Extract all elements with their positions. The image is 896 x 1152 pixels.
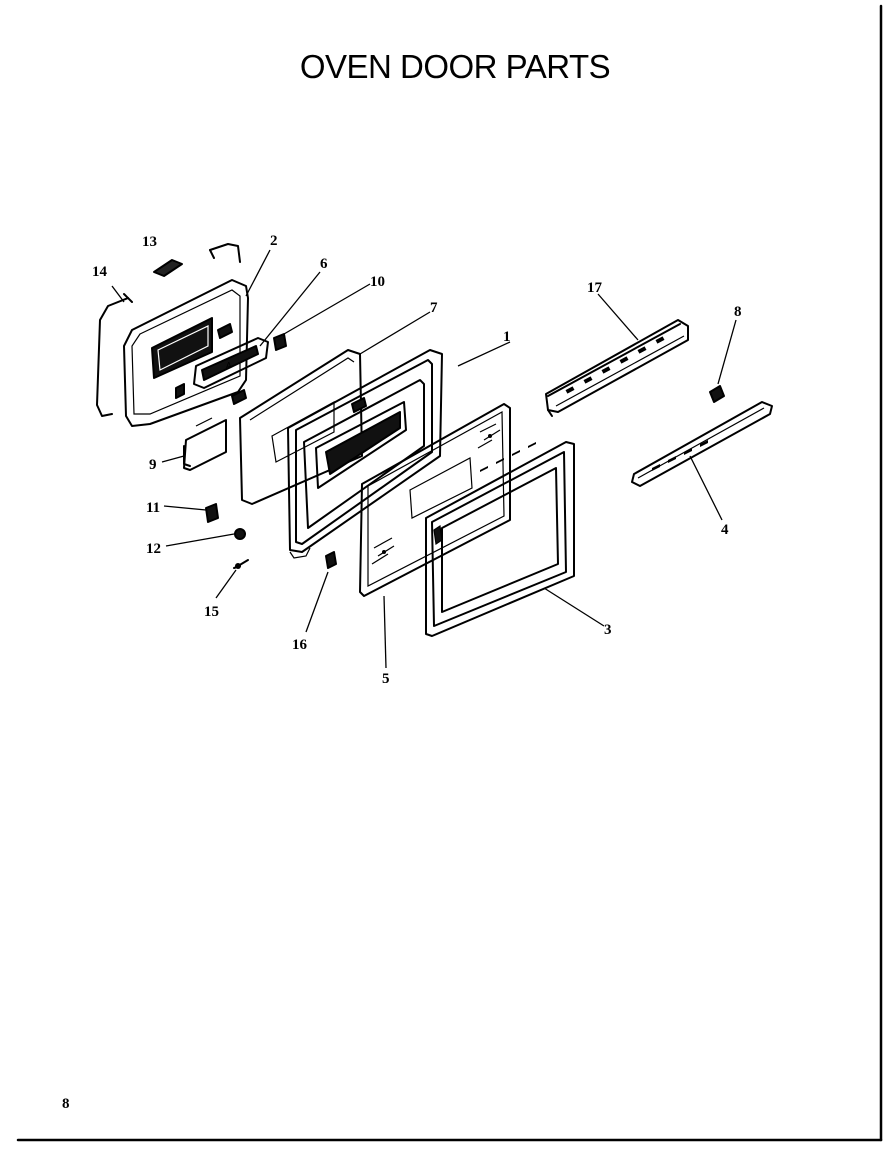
callout-11: 11 <box>146 500 160 516</box>
part-14-gasket <box>96 293 133 417</box>
vent-trim-slots <box>652 440 708 471</box>
callout-9: 9 <box>149 457 157 473</box>
callout-4: 4 <box>721 522 729 538</box>
part-13-end-cap <box>153 259 183 277</box>
small-clip-center <box>231 389 247 405</box>
callout-6: 6 <box>320 256 328 272</box>
leader-lines <box>111 249 737 669</box>
callout-7: 7 <box>430 300 438 316</box>
part-8-end-cap <box>709 385 725 403</box>
callout-1: 1 <box>503 329 511 345</box>
callout-14: 14 <box>92 264 108 280</box>
callout-8: 8 <box>734 304 742 320</box>
panel-top-vents <box>480 442 536 472</box>
part-11-hinge-clip <box>205 503 219 523</box>
part-10-clip <box>273 333 287 351</box>
callout-16: 16 <box>292 637 308 653</box>
part-5-outer-glass <box>359 403 511 597</box>
handle-bracket-piece <box>209 243 241 263</box>
callout-15: 15 <box>204 604 219 620</box>
handle-bar-slots <box>565 336 665 394</box>
callout-12: 12 <box>146 541 161 557</box>
part-4-vent-trim <box>631 401 773 487</box>
part-17-handle-bar <box>545 319 689 417</box>
glass-reflection-marks <box>371 423 501 565</box>
part-15-pin <box>233 559 249 569</box>
part-16-bumper <box>325 551 337 569</box>
callout-labels: 1 2 3 4 5 6 7 8 9 10 11 12 13 14 15 16 1… <box>92 233 742 687</box>
part-1-door-frame <box>287 349 443 559</box>
part-2-door-liner <box>123 279 249 427</box>
page-number: 8 <box>62 1096 70 1112</box>
part-3-outer-panel <box>425 441 575 637</box>
callout-13: 13 <box>142 234 157 250</box>
part-9-hinge-plate <box>183 417 227 471</box>
page-border <box>16 4 883 1142</box>
callout-2: 2 <box>270 233 278 249</box>
callout-17: 17 <box>587 280 603 296</box>
part-6-window-frame: A <box>193 337 269 389</box>
callout-3: 3 <box>604 622 612 638</box>
callout-5: 5 <box>382 671 390 687</box>
page-title: OVEN DOOR PARTS <box>300 48 610 85</box>
part-12-screw <box>234 528 246 540</box>
svg-text:A: A <box>226 361 232 370</box>
callout-10: 10 <box>370 274 385 290</box>
